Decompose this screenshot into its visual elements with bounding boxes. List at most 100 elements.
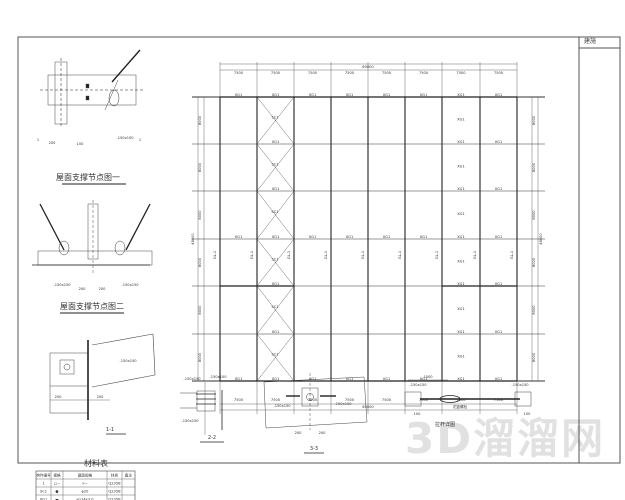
svg-text:XG1: XG1 <box>272 330 280 334</box>
svg-text:7500: 7500 <box>271 71 281 75</box>
svg-text:7500: 7500 <box>382 71 392 75</box>
svg-text:屋面支撑节点图一: 屋面支撑节点图一 <box>56 172 120 182</box>
svg-text:XG1: XG1 <box>420 93 428 97</box>
svg-text:花篮螺栓: 花篮螺栓 <box>453 404 468 409</box>
svg-text:屋面支撑节点图二: 屋面支撑节点图二 <box>60 301 124 311</box>
svg-text:SC1: SC1 <box>271 210 278 214</box>
svg-text:3-3: 3-3 <box>310 446 318 452</box>
svg-text:XG1: XG1 <box>457 377 465 381</box>
svg-text:XG1: XG1 <box>272 140 280 144</box>
svg-text:100: 100 <box>414 412 422 416</box>
svg-text:构件编号: 构件编号 <box>36 473 51 478</box>
svg-text:200: 200 <box>97 395 105 399</box>
svg-text:XG1: XG1 <box>309 377 317 381</box>
svg-text:200: 200 <box>295 431 303 435</box>
svg-text:XG1: XG1 <box>235 235 243 239</box>
svg-text:SC1: SC1 <box>271 116 278 120</box>
svg-text:2-2: 2-2 <box>208 435 216 441</box>
svg-text:60000: 60000 <box>362 65 374 69</box>
svg-text:SC1: SC1 <box>271 353 278 357</box>
svg-text:-150x150: -150x150 <box>511 383 529 387</box>
svg-text:XG1: XG1 <box>457 355 465 359</box>
svg-text:GL-1: GL-1 <box>435 251 439 259</box>
svg-text:拉杆详图: 拉杆详图 <box>435 421 455 428</box>
svg-text:1000: 1000 <box>423 375 433 379</box>
svg-text:GL-1: GL-1 <box>213 251 217 259</box>
svg-text:XG1: XG1 <box>457 282 465 286</box>
svg-text:8000: 8000 <box>198 162 202 172</box>
svg-text:1-1: 1-1 <box>106 427 114 433</box>
svg-text:GL-1: GL-1 <box>324 251 328 259</box>
svg-text:7500: 7500 <box>456 71 466 75</box>
svg-text:XG1: XG1 <box>272 93 280 97</box>
svg-text:φ20: φ20 <box>82 490 90 494</box>
svg-text:●: ● <box>55 490 58 494</box>
svg-text:XG1: XG1 <box>457 187 465 191</box>
svg-text:XG1: XG1 <box>495 93 503 97</box>
svg-text:-150x150: -150x150 <box>409 383 427 387</box>
svg-text:200: 200 <box>79 287 87 291</box>
svg-text:XG1: XG1 <box>495 282 503 286</box>
svg-text:200: 200 <box>55 395 63 399</box>
svg-text:1: 1 <box>139 138 141 142</box>
svg-text:▬: ▬ <box>55 498 59 500</box>
svg-text:7500: 7500 <box>345 398 355 402</box>
svg-text:材料表: 材料表 <box>84 458 108 468</box>
svg-text:-150x150: -150x150 <box>119 359 137 363</box>
svg-text:7500: 7500 <box>271 398 281 402</box>
svg-text:7500: 7500 <box>308 398 318 402</box>
svg-text:-150x150: -150x150 <box>209 375 227 379</box>
svg-text:XG1: XG1 <box>420 377 428 381</box>
svg-text:XG1: XG1 <box>457 212 465 216</box>
svg-text:截面规格: 截面规格 <box>78 473 93 478</box>
svg-text:7500: 7500 <box>456 398 466 402</box>
svg-text:7500: 7500 <box>234 398 244 402</box>
svg-text:XG1: XG1 <box>383 377 391 381</box>
watermark: 3D溜溜网 <box>405 414 606 463</box>
svg-text:XG1: XG1 <box>383 93 391 97</box>
svg-text:8000: 8000 <box>532 162 536 172</box>
svg-text:XG1: XG1 <box>495 330 503 334</box>
svg-text:8000: 8000 <box>198 352 202 362</box>
svg-text:8000: 8000 <box>198 305 202 315</box>
svg-text:GL-1: GL-1 <box>250 251 254 259</box>
svg-text:XG1: XG1 <box>495 235 503 239</box>
svg-text:Q235B: Q235B <box>108 498 121 500</box>
svg-text:XG1: XG1 <box>346 93 354 97</box>
svg-text:XG1: XG1 <box>457 165 465 169</box>
svg-text:XG1: XG1 <box>495 140 503 144</box>
svg-text:8000: 8000 <box>532 305 536 315</box>
svg-text:100: 100 <box>77 142 85 146</box>
svg-text:XG1: XG1 <box>235 93 243 97</box>
svg-text:200: 200 <box>49 141 57 145</box>
svg-text:200: 200 <box>319 431 327 435</box>
svg-text:XG1: XG1 <box>383 235 391 239</box>
svg-text:XG1: XG1 <box>495 187 503 191</box>
svg-text:7500: 7500 <box>234 71 244 75</box>
svg-text:48000: 48000 <box>191 233 195 245</box>
svg-text:8000: 8000 <box>198 115 202 125</box>
svg-text:8000: 8000 <box>532 210 536 220</box>
svg-text:XG1: XG1 <box>457 235 465 239</box>
svg-text:8000: 8000 <box>198 210 202 220</box>
svg-text:SC1: SC1 <box>271 305 278 309</box>
svg-text:7500: 7500 <box>419 71 429 75</box>
svg-text:XG1: XG1 <box>235 377 243 381</box>
svg-text:Q235B: Q235B <box>108 490 121 494</box>
svg-text:XG1: XG1 <box>272 282 280 286</box>
svg-text:7500: 7500 <box>308 71 318 75</box>
svg-text:GL-1: GL-1 <box>398 251 402 259</box>
svg-text:7500: 7500 <box>419 398 429 402</box>
svg-text:备注: 备注 <box>125 473 133 478</box>
section-1-1: 200 200 -150x150 1-1 <box>49 333 156 435</box>
svg-text:-150x150: -150x150 <box>181 419 199 423</box>
svg-text:XG1: XG1 <box>309 235 317 239</box>
svg-text:GL-1: GL-1 <box>287 251 291 259</box>
